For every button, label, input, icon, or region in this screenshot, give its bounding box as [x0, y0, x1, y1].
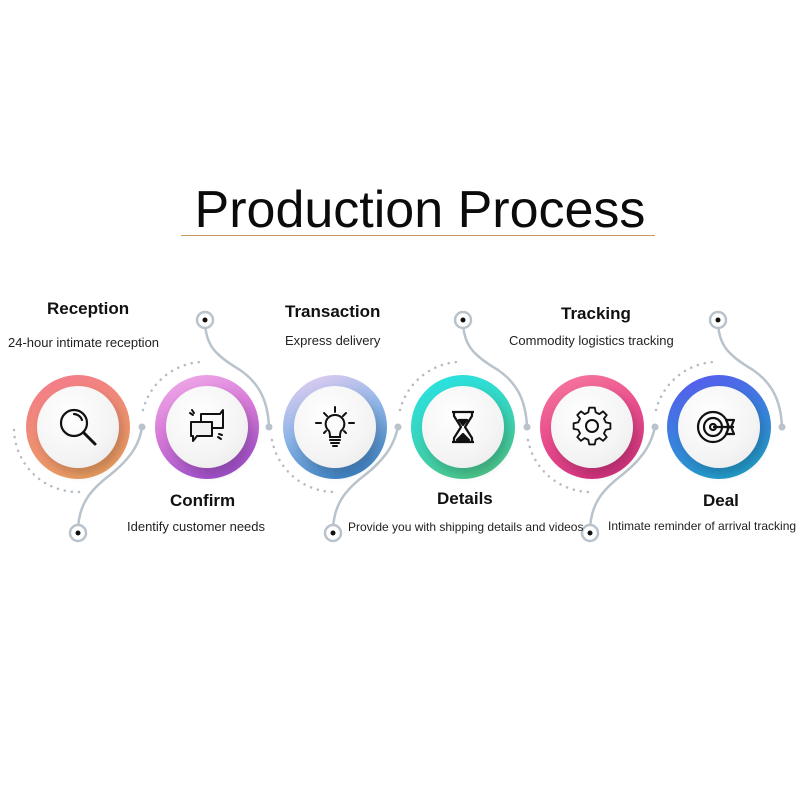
- pin-bottom-3: [580, 523, 600, 543]
- step-title-transaction: Transaction: [285, 302, 381, 321]
- step-desc-details: Provide you with shipping details and vi…: [348, 520, 584, 534]
- step-title-reception: Reception: [47, 299, 130, 318]
- lightbulb-icon: [312, 404, 358, 450]
- hourglass-icon: [440, 404, 486, 450]
- page-title: Production Process: [194, 181, 646, 239]
- step-circle-confirm: [155, 375, 285, 505]
- pin-top-3: [708, 310, 728, 330]
- step-circle-transaction: [283, 375, 413, 505]
- step-desc-confirm: Identify customer needs: [127, 519, 266, 534]
- step-circle-deal: [667, 375, 797, 505]
- chat-bubbles-icon: [184, 404, 230, 450]
- step-desc-transaction: Express delivery: [285, 333, 381, 348]
- pin-bottom-1: [68, 523, 88, 543]
- step-desc-reception: 24-hour intimate reception: [8, 335, 160, 350]
- gear-icon: [569, 404, 615, 450]
- step-desc-tracking: Commodity logistics tracking: [509, 333, 674, 348]
- step-title-details: Details: [437, 489, 493, 508]
- pin-bottom-2: [323, 523, 343, 543]
- pin-top-1: [195, 310, 215, 330]
- target-arrow-icon: [694, 404, 744, 450]
- title-underline: [181, 235, 655, 236]
- step-title-confirm: Confirm: [170, 491, 236, 510]
- step-title-tracking: Tracking: [561, 304, 631, 323]
- step-circle-details: [411, 375, 541, 505]
- step-desc-deal: Intimate reminder of arrival tracking: [608, 519, 797, 533]
- step-circle-reception: [26, 375, 156, 505]
- magnifier-icon: [55, 404, 101, 450]
- pin-top-2: [453, 310, 473, 330]
- step-title-deal: Deal: [703, 491, 739, 510]
- step-circle-tracking: [540, 375, 670, 505]
